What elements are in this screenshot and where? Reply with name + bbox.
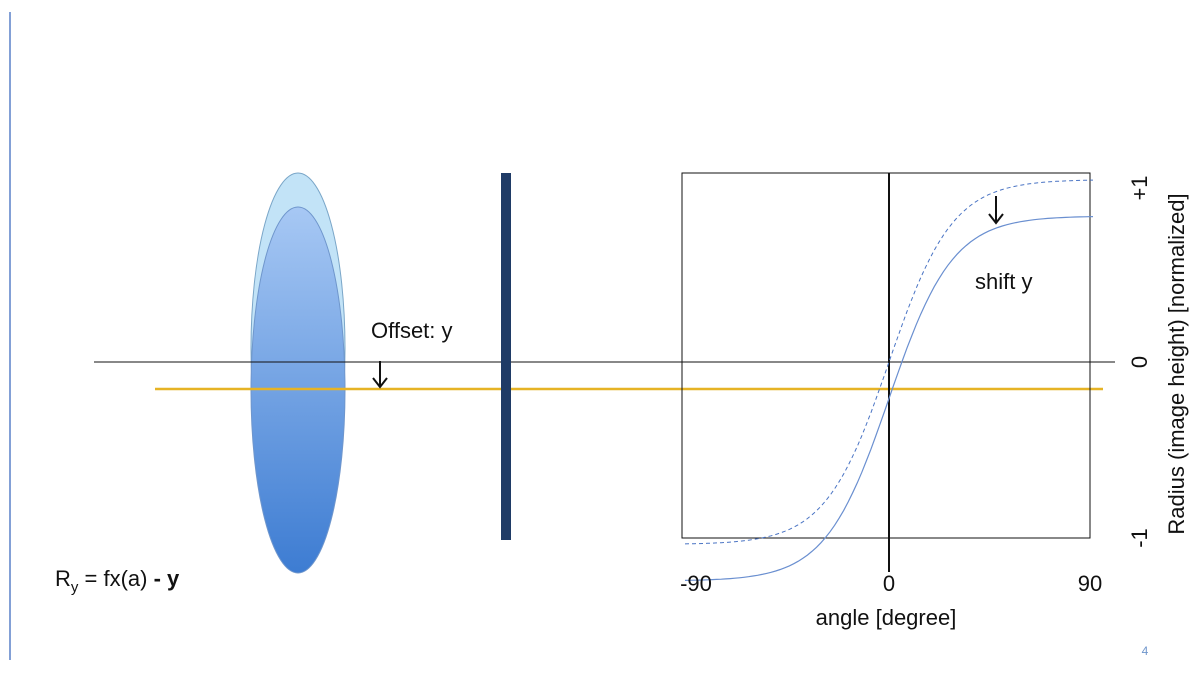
formula-body: = fx(a) — [78, 566, 153, 591]
formula-bold-y: y — [161, 566, 180, 591]
shift-arrow-icon — [988, 196, 1004, 225]
chart-frame — [681, 172, 1091, 539]
offset-arrow-icon — [372, 361, 388, 389]
x-tick-label: 90 — [1078, 571, 1102, 596]
x-tick-label: -90 — [680, 571, 712, 596]
offset-label: Offset: y — [371, 318, 453, 343]
formula-r: R — [55, 566, 71, 591]
formula: Ry = fx(a) - y — [55, 566, 180, 596]
y-tick-label: 0 — [1127, 356, 1152, 368]
y-tick-label: +1 — [1127, 175, 1152, 200]
x-axis-label: angle [degree] — [816, 605, 957, 630]
curve-shifted — [684, 216, 1094, 581]
formula-subscript: y — [71, 579, 79, 596]
shift-label: shift y — [975, 269, 1032, 294]
y-tick-label: -1 — [1127, 528, 1152, 548]
page-number: 4 — [1142, 644, 1149, 658]
x-tick-label: 0 — [883, 571, 895, 596]
sensor-plate — [501, 173, 511, 540]
formula-minus: - — [154, 566, 161, 591]
y-axis-label: Radius (image height) [normalized] — [1164, 193, 1189, 534]
